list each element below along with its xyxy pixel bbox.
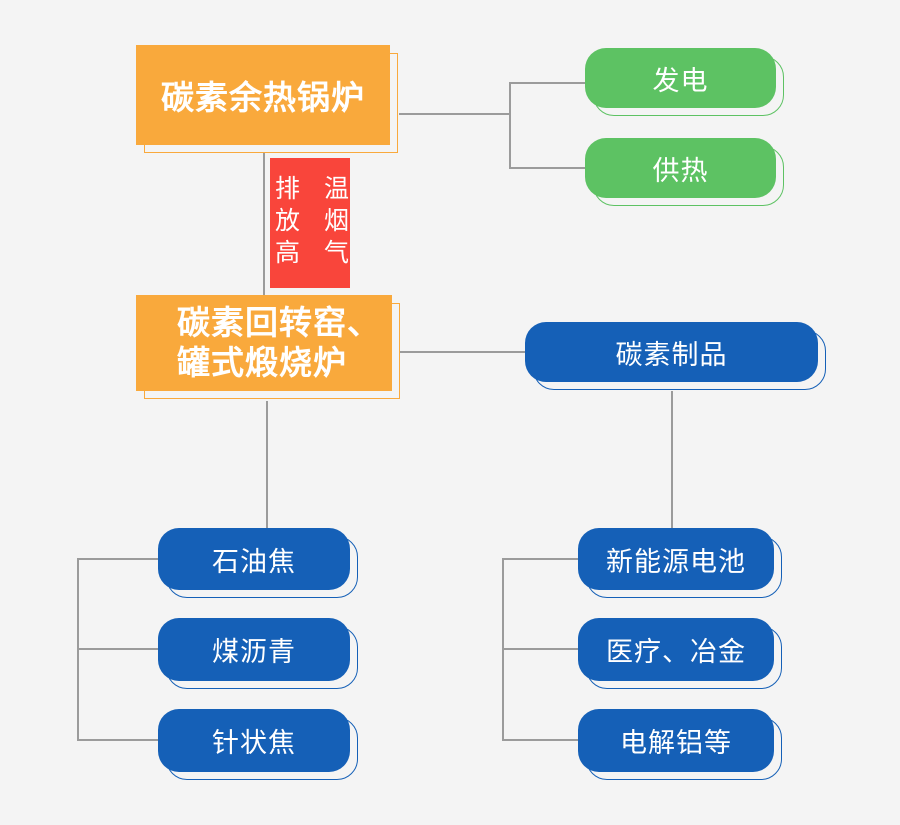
carbon-products-label: 碳素制品 [615, 339, 728, 370]
node-fill: 煤沥青 [158, 618, 350, 681]
node-electrolytic-aluminum: 电解铝等 [578, 709, 782, 780]
connector-boiler-to-bracket [399, 113, 510, 115]
node-fill: 碳素回转窑、 罐式煅烧炉 [136, 295, 392, 391]
connector-boiler-to-kiln [263, 152, 265, 295]
node-new-energy-battery: 新能源电池 [578, 528, 782, 598]
node-fill: 碳素余热锅炉 [136, 45, 390, 145]
new-energy-battery-label: 新能源电池 [606, 546, 746, 577]
exhaust-left-column: 排放高 [271, 175, 300, 271]
rotary-kiln-line1: 碳素回转窑、 [177, 303, 381, 341]
node-carbon-products: 碳素制品 [525, 322, 826, 390]
node-needle-coke: 针状焦 [158, 709, 358, 780]
node-fill: 发电 [585, 48, 776, 108]
rotary-kiln-label: 碳素回转窑、 罐式煅烧炉 [136, 303, 392, 384]
node-fill: 医疗、冶金 [578, 618, 774, 681]
node-fill: 新能源电池 [578, 528, 774, 590]
connector-to-new-energy-battery [502, 558, 578, 560]
node-waste-heat-boiler: 碳素余热锅炉 [136, 45, 398, 153]
connector-to-petroleum-coke [77, 558, 158, 560]
rotary-kiln-line2: 罐式煅烧炉 [177, 344, 347, 381]
connector-products-to-battery [671, 391, 673, 528]
node-fill: 石油焦 [158, 528, 350, 590]
node-petroleum-coke: 石油焦 [158, 528, 358, 598]
coal-pitch-label: 煤沥青 [212, 637, 296, 667]
connector-kiln-to-products [400, 351, 525, 353]
connector-to-coal-pitch [77, 648, 158, 650]
power-generation-label: 发电 [652, 65, 709, 96]
connector-to-electrolytic-aluminum [502, 739, 578, 741]
node-power-generation: 发电 [585, 48, 784, 116]
node-medical-metallurgy: 医疗、冶金 [578, 618, 782, 689]
waste-heat-boiler-label: 碳素余热锅炉 [161, 79, 365, 116]
connector-green-bracket-vertical [509, 82, 511, 169]
node-fill: 碳素制品 [525, 322, 818, 382]
node-fill: 电解铝等 [578, 709, 774, 772]
connector-kiln-to-petroleum-coke [266, 401, 268, 528]
node-heat-supply: 供热 [585, 138, 784, 206]
electrolytic-aluminum-label: 电解铝等 [620, 728, 732, 758]
node-rotary-kiln: 碳素回转窑、 罐式煅烧炉 [136, 295, 400, 399]
medical-metallurgy-label: 医疗、冶金 [606, 637, 746, 667]
petroleum-coke-label: 石油焦 [212, 546, 296, 577]
node-fill: 针状焦 [158, 709, 350, 772]
connector-to-needle-coke [77, 739, 158, 741]
connector-to-heat-supply [509, 167, 585, 169]
connector-to-power-generation [509, 82, 585, 84]
heat-supply-label: 供热 [652, 155, 709, 186]
node-exhaust-gas: 排放高 温烟气 [270, 158, 350, 288]
node-fill: 供热 [585, 138, 776, 198]
exhaust-right-column: 温烟气 [320, 175, 349, 271]
needle-coke-label: 针状焦 [212, 728, 296, 758]
connector-to-medical-metallurgy [502, 648, 578, 650]
node-coal-pitch: 煤沥青 [158, 618, 358, 689]
